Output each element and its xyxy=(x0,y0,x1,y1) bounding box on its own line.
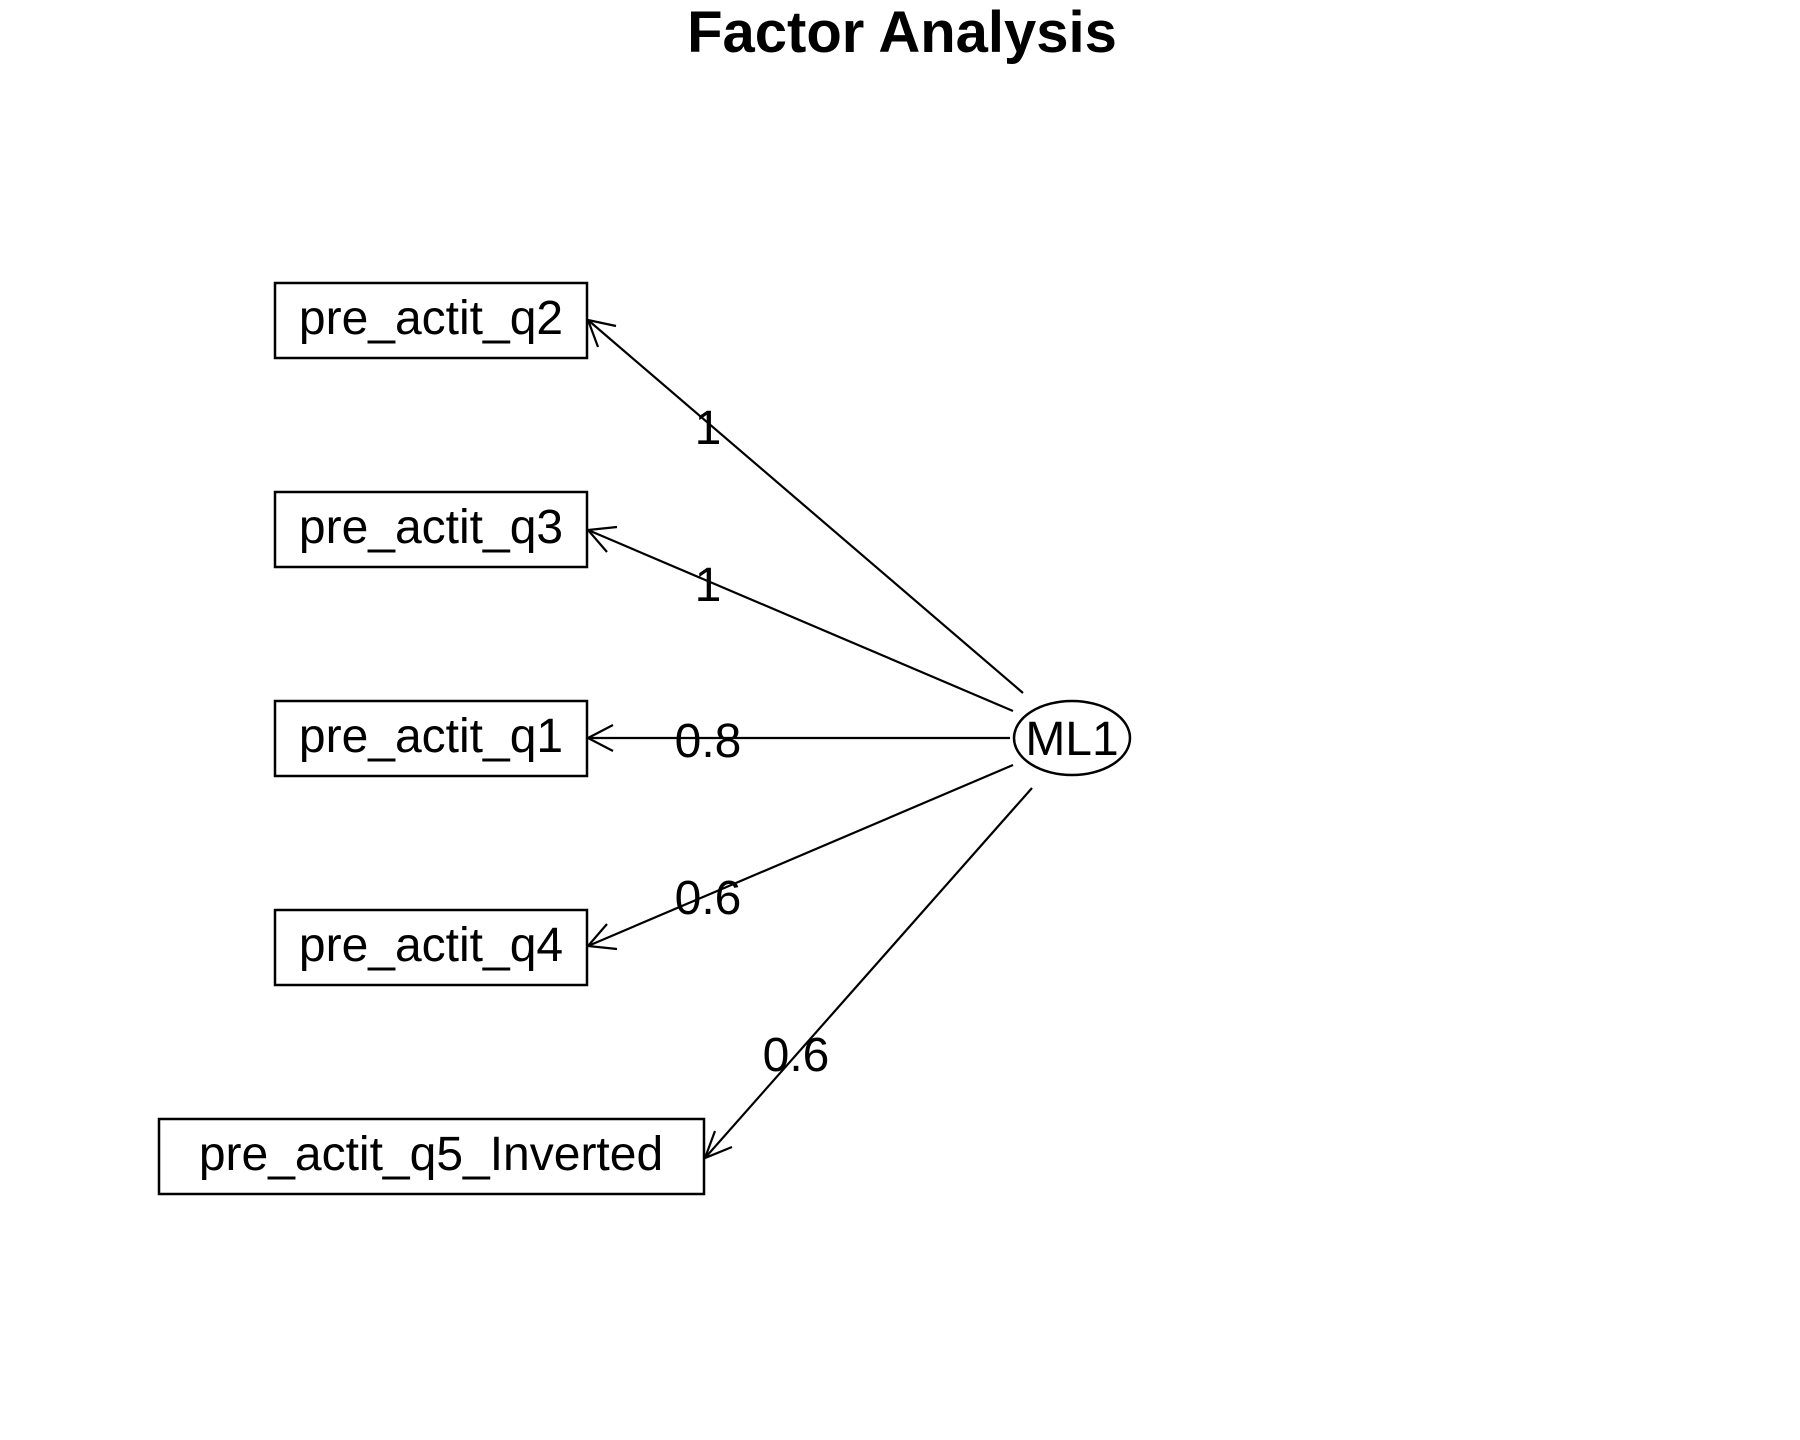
factor-node-ml1: ML1 xyxy=(1012,699,1132,777)
factor-ellipse xyxy=(1012,699,1132,777)
indicator-label-q4: pre_actit_q4 xyxy=(299,919,563,972)
edge-line-q3 xyxy=(587,528,1014,713)
indicator-box-q5: pre_actit_q5_Inverted xyxy=(157,1117,706,1196)
loading-label-q2: 1 xyxy=(695,402,722,455)
edges xyxy=(585,318,1033,1160)
indicator-label-q1: pre_actit_q1 xyxy=(299,710,563,763)
edge-labels: 1 1 0.8 0.6 0.6 xyxy=(675,402,830,1082)
loading-label-q3: 1 xyxy=(695,559,722,612)
indicator-box-q2: pre_actit_q2 xyxy=(273,281,589,360)
indicator-label-q3: pre_actit_q3 xyxy=(299,501,563,554)
edge-q1 xyxy=(585,724,1010,752)
edge-line-q5 xyxy=(704,787,1033,1159)
indicator-nodes: pre_actit_q2 pre_actit_q3 pre_actit_q1 p… xyxy=(157,281,706,1196)
diagram-title: Factor Analysis xyxy=(687,0,1117,65)
loading-label-q4: 0.6 xyxy=(675,872,742,925)
indicator-label-q5: pre_actit_q5_Inverted xyxy=(199,1128,663,1181)
edge-line-q2 xyxy=(587,319,1024,694)
indicator-label-q2: pre_actit_q2 xyxy=(299,292,563,345)
edge-q4 xyxy=(585,763,1014,951)
loading-label-q1: 0.8 xyxy=(675,715,742,768)
indicator-box-q1: pre_actit_q1 xyxy=(273,699,589,778)
edge-q2 xyxy=(586,318,1024,694)
edge-q5 xyxy=(703,787,1033,1160)
edge-line-q4 xyxy=(587,763,1014,948)
factor-label: ML1 xyxy=(1025,713,1118,766)
edge-q3 xyxy=(585,525,1014,713)
indicator-box-q4: pre_actit_q4 xyxy=(273,908,589,987)
loading-label-q5: 0.6 xyxy=(763,1029,830,1082)
indicator-box-q3: pre_actit_q3 xyxy=(273,490,589,569)
